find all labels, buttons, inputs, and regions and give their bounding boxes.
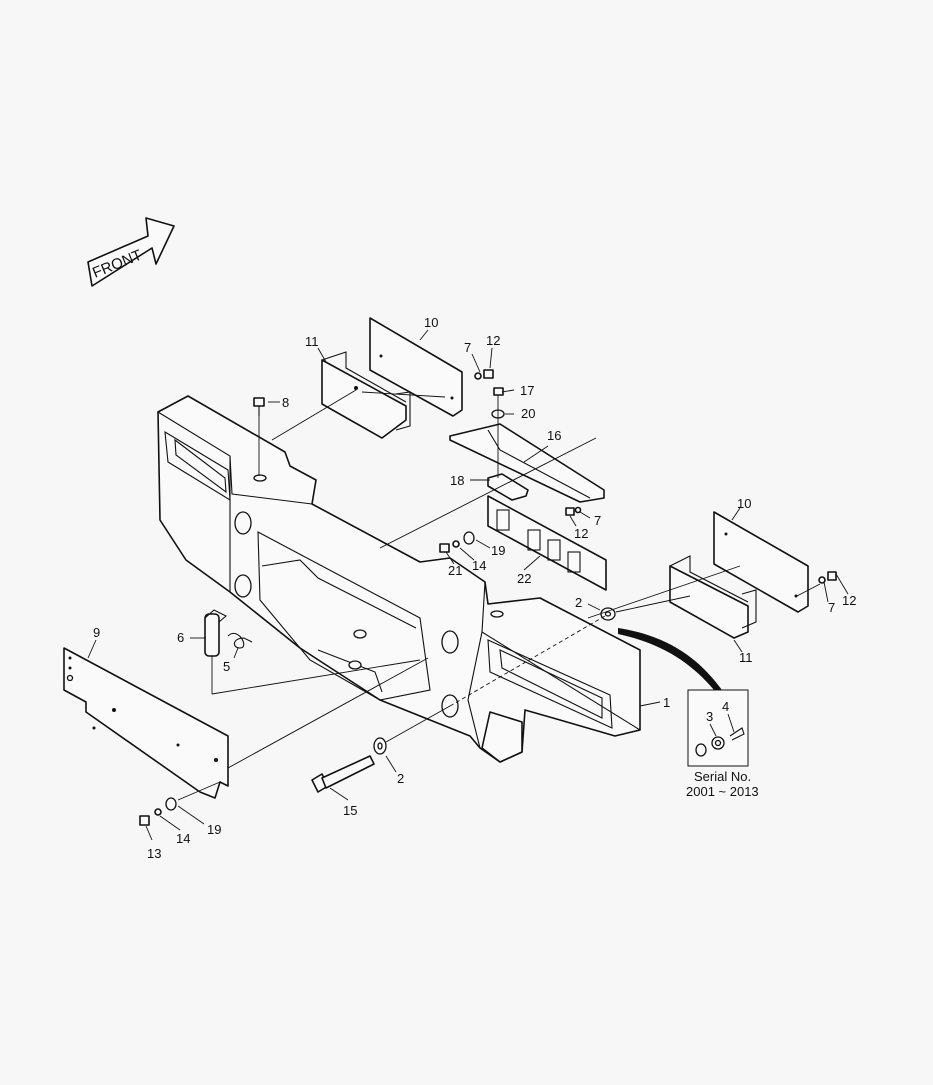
callout-2-right: 2 [575, 595, 582, 610]
callout-14-lower: 14 [176, 831, 190, 846]
washer-2-lower [373, 737, 387, 755]
guard-16 [449, 423, 605, 503]
callout-12-top: 12 [486, 333, 500, 348]
callout-leaders [87, 329, 849, 841]
callout-20: 20 [521, 406, 535, 421]
bolt-15 [311, 755, 375, 793]
callout-12-mid: 12 [574, 526, 588, 541]
callout-14-mid: 14 [472, 558, 486, 573]
callout-3: 3 [706, 709, 713, 724]
inset-serial-range: 2001 ~ 2013 [686, 784, 759, 799]
bolt-21 [439, 531, 475, 553]
callout-12-right: 12 [842, 593, 856, 608]
callout-4: 4 [722, 699, 729, 714]
plate-10-top [369, 317, 463, 417]
counterweight-body [157, 395, 641, 763]
callout-2-lower: 2 [397, 771, 404, 786]
callout-1: 1 [663, 695, 670, 710]
assembly-lines [177, 389, 821, 801]
callout-18: 18 [450, 473, 464, 488]
callout-13: 13 [147, 846, 161, 861]
bolt-12-top [474, 369, 494, 380]
callout-21: 21 [448, 563, 462, 578]
callout-7-mid: 7 [594, 513, 601, 528]
callout-7-right: 7 [828, 600, 835, 615]
callout-5: 5 [223, 659, 230, 674]
callout-9: 9 [93, 625, 100, 640]
mesh-plate-22 [487, 495, 607, 591]
callout-11-top: 11 [305, 334, 319, 349]
bolt-13 [139, 797, 177, 826]
callout-11-right: 11 [739, 650, 753, 665]
plate-9 [63, 647, 229, 799]
inset-serial-label: Serial No. [694, 769, 751, 784]
callout-10-right: 10 [737, 496, 751, 511]
callout-7-top: 7 [464, 340, 471, 355]
callout-15: 15 [343, 803, 357, 818]
clip-5 [227, 633, 253, 649]
callout-17: 17 [520, 383, 534, 398]
bolt-12-mid [565, 506, 582, 516]
bolt-8 [253, 397, 265, 416]
callout-16: 16 [547, 428, 561, 443]
callout-labels: 1 2 2 3 4 5 6 7 7 7 8 9 10 10 11 11 12 1… [93, 315, 856, 861]
bolt-17 [493, 387, 504, 396]
bolt-12-right [818, 571, 837, 584]
callout-8: 8 [282, 395, 289, 410]
bracket-11-top [321, 351, 411, 439]
pin-6 [204, 609, 227, 657]
bracket-11-right [669, 555, 757, 639]
bracket-18 [487, 473, 529, 501]
washer-2-right [600, 607, 616, 621]
callout-6: 6 [177, 630, 184, 645]
plate-10-right [713, 511, 809, 613]
callout-22: 22 [517, 571, 531, 586]
serial-inset: Serial No. 2001 ~ 2013 [686, 689, 759, 799]
callout-19-mid: 19 [491, 543, 505, 558]
inset-pointer [618, 628, 722, 690]
front-arrow: FRONT [87, 217, 175, 287]
callout-10-top: 10 [424, 315, 438, 330]
callout-19-lower: 19 [207, 822, 221, 837]
